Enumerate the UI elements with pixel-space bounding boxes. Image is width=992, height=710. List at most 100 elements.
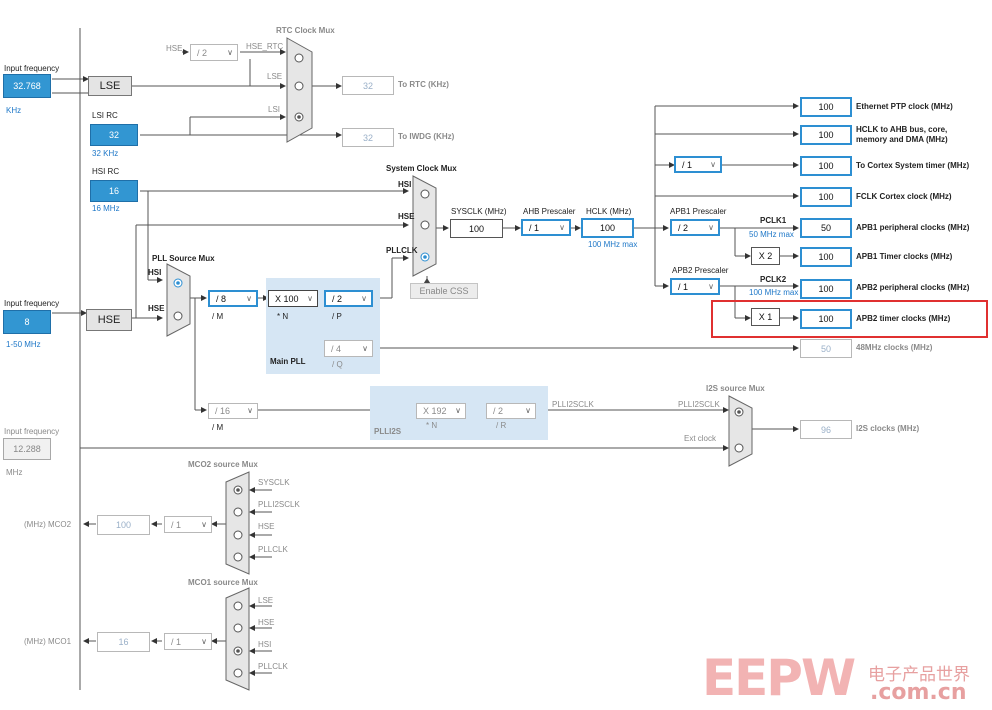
lse-input-frequency[interactable]: 32.768	[3, 74, 51, 98]
pll-q-label: / Q	[332, 360, 343, 369]
mco2-divider[interactable]: / 1∨	[164, 516, 212, 533]
pclk1-label: PCLK1	[760, 216, 787, 225]
mco1-divider[interactable]: / 1∨	[164, 633, 212, 650]
hse-input-range: 1-50 MHz	[6, 340, 41, 349]
chevron-down-icon: ∨	[708, 222, 714, 232]
pll-q-divider[interactable]: / 4∨	[324, 340, 373, 357]
pll-p-divider[interactable]: / 2∨	[324, 290, 373, 307]
hclk-ahb-value[interactable]: 100	[800, 125, 852, 145]
sys-mux-in-pllclk: PLLCLK	[386, 246, 418, 255]
rtc-output-label: To RTC (KHz)	[398, 80, 449, 89]
lsi-unit: 32 KHz	[92, 149, 119, 158]
system-clock-mux-icon[interactable]	[412, 175, 437, 277]
chevron-down-icon: ∨	[201, 636, 207, 646]
apb1-peripheral-clocks-value[interactable]: 50	[800, 218, 852, 238]
watermark-domain: .com.cn	[870, 680, 967, 705]
48mhz-clocks-label: 48MHz clocks (MHz)	[856, 343, 933, 352]
hclk-ahb-label-2: memory and DMA (MHz)	[856, 135, 948, 144]
rtc-in-hse: HSE	[166, 44, 183, 53]
i2s-source-mux-icon[interactable]	[728, 395, 753, 467]
pll-m-label: / M	[212, 312, 224, 321]
chevron-down-icon: ∨	[708, 281, 714, 291]
i2s-source-mux-title: I2S source Mux	[706, 384, 765, 393]
sysclk-value: 100	[450, 219, 503, 238]
i2s-mux-in-ext: Ext clock	[684, 434, 717, 443]
mco1-source-mux-title: MCO1 source Mux	[188, 578, 258, 587]
apb2-timer-clocks-value[interactable]: 100	[800, 309, 852, 329]
hsi-unit: 16 MHz	[92, 204, 120, 213]
lse-source: LSE	[88, 76, 132, 96]
apb1-timer-clocks-value[interactable]: 100	[800, 247, 852, 267]
iwdg-output-label: To IWDG (KHz)	[398, 132, 455, 141]
watermark-chinese: 电子产品世界	[868, 665, 970, 685]
hsi-value: 16	[90, 180, 138, 202]
lse-input-label: Input frequency	[4, 64, 60, 73]
rtc-output-value: 32	[342, 76, 394, 95]
mco1-label: (MHz) MCO1	[24, 637, 72, 646]
pll-source-mux-icon[interactable]	[166, 263, 191, 337]
pll-n-multiplier[interactable]: X 100∨	[268, 290, 318, 307]
apb1-prescaler[interactable]: / 2∨	[670, 219, 720, 236]
i2s-input-label: Input frequency	[4, 427, 60, 436]
mco1-in-lse: LSE	[258, 596, 274, 605]
pll-m-divider[interactable]: / 8∨	[208, 290, 258, 307]
pll-src-in-hsi: HSI	[148, 268, 162, 277]
cortex-system-timer-value[interactable]: 100	[800, 156, 852, 176]
apb2-max: 100 MHz max	[749, 288, 799, 297]
chevron-down-icon: ∨	[247, 406, 253, 415]
chevron-down-icon: ∨	[559, 222, 565, 232]
ethernet-ptp-clock-value[interactable]: 100	[800, 97, 852, 117]
fclk-cortex-label: FCLK Cortex clock (MHz)	[856, 192, 952, 201]
mco2-source-mux-icon[interactable]	[225, 471, 250, 575]
chevron-down-icon: ∨	[710, 159, 716, 169]
apb1-max: 50 MHz max	[749, 230, 794, 239]
rtc-in-lsi: LSI	[268, 105, 281, 114]
plli2s-m-divider[interactable]: / 16∨	[208, 403, 258, 419]
apb1-timer-multiplier: X 2	[751, 247, 780, 265]
system-clock-mux-title: System Clock Mux	[386, 164, 457, 173]
hsi-label: HSI RC	[92, 167, 120, 176]
i2s-mux-in-plli2s: PLLI2SCLK	[678, 400, 720, 409]
chevron-down-icon: ∨	[201, 519, 207, 529]
pll-src-in-hse: HSE	[148, 304, 165, 313]
sys-mux-in-hse: HSE	[398, 212, 415, 221]
mco1-value: 16	[97, 632, 150, 652]
main-pll-title: Main PLL	[270, 357, 306, 366]
i2s-input-frequency[interactable]: 12.288	[3, 438, 51, 460]
mco2-source-mux-title: MCO2 source Mux	[188, 460, 258, 469]
mco2-in-sysclk: SYSCLK	[258, 478, 290, 487]
mco1-in-hse: HSE	[258, 618, 275, 627]
hclk-value[interactable]: 100	[581, 218, 634, 238]
rtc-mux-icon[interactable]	[286, 37, 313, 143]
48mhz-clocks-value: 50	[800, 339, 852, 358]
mco1-in-hsi: HSI	[258, 640, 272, 649]
rtc-hse-divider[interactable]: / 2∨	[190, 44, 238, 61]
mco1-source-mux-icon[interactable]	[225, 587, 250, 691]
apb2-peripheral-clocks-value[interactable]: 100	[800, 279, 852, 299]
apb2-prescaler[interactable]: / 1∨	[670, 278, 720, 295]
chevron-down-icon: ∨	[307, 293, 313, 303]
apb1-prescaler-label: APB1 Prescaler	[670, 207, 727, 216]
ahb-prescaler[interactable]: / 1∨	[521, 219, 571, 236]
i2s-clocks-label: I2S clocks (MHz)	[856, 424, 920, 433]
mco2-in-pllclk: PLLCLK	[258, 545, 288, 554]
chevron-down-icon: ∨	[455, 406, 461, 415]
ahb-prescaler-label: AHB Prescaler	[523, 207, 576, 216]
hclk-ahb-label: HCLK to AHB bus, core,	[856, 125, 948, 134]
pll-p-label: / P	[332, 312, 342, 321]
apb2-peripheral-clocks-label: APB2 peripheral clocks (MHz)	[856, 283, 970, 292]
rtc-in-hse-rtc: HSE_RTC	[246, 42, 284, 51]
plli2s-n-multiplier[interactable]: X 192∨	[416, 403, 466, 419]
enable-css-button[interactable]: Enable CSS	[410, 283, 478, 299]
mco2-in-plli2sclk: PLLI2SCLK	[258, 500, 300, 509]
fclk-cortex-value[interactable]: 100	[800, 187, 852, 207]
plli2s-m-label: / M	[212, 423, 224, 432]
plli2s-r-divider[interactable]: / 2∨	[486, 403, 536, 419]
hse-source: HSE	[86, 309, 132, 331]
hse-input-frequency[interactable]: 8	[3, 310, 51, 334]
chevron-down-icon: ∨	[246, 293, 252, 303]
lse-input-unit: KHz	[6, 106, 22, 115]
cortex-timer-divider[interactable]: / 1∨	[674, 156, 722, 173]
